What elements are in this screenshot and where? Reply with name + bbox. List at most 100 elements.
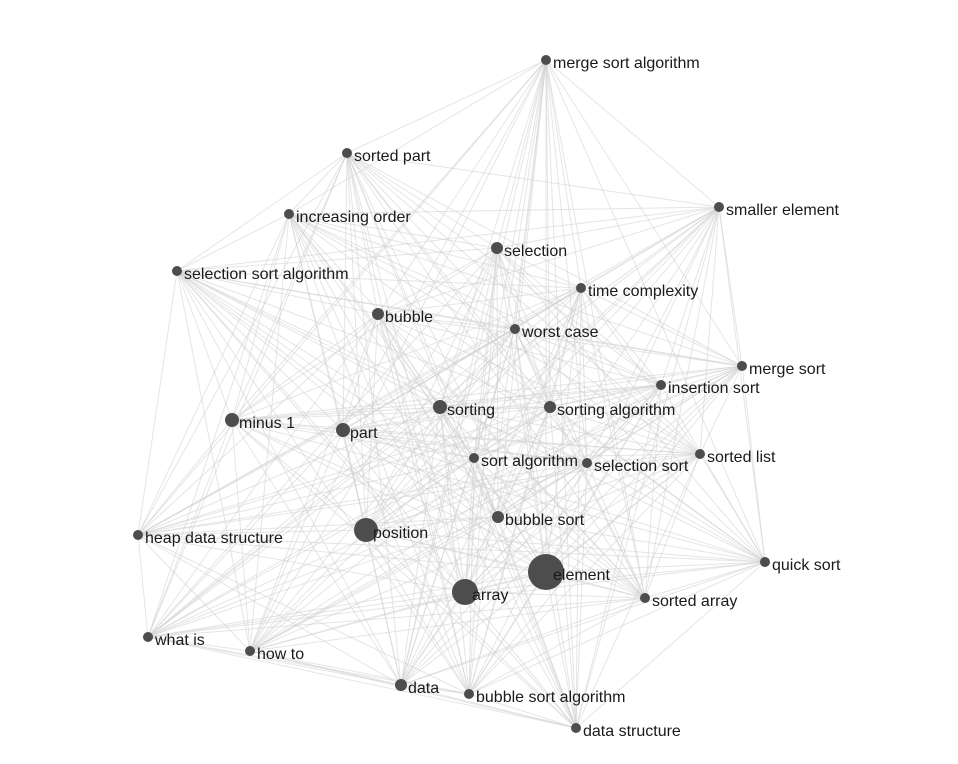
edge-n15-n16: [473, 453, 701, 459]
edge-n6-n15: [580, 287, 701, 455]
node-dot[interactable]: [372, 308, 384, 320]
edge-n5-n17: [176, 270, 588, 464]
node-dot[interactable]: [510, 324, 520, 334]
edge-n9-n15: [699, 365, 743, 455]
edge-n3-n5: [176, 206, 720, 272]
graph-node-n17[interactable]: selection sort: [582, 458, 689, 475]
graph-node-n26[interactable]: how to: [245, 646, 304, 663]
edge-n7-n20: [365, 313, 379, 531]
graph-node-n4[interactable]: selection: [491, 242, 567, 260]
edge-n8-n9: [514, 328, 743, 367]
graph-node-n8[interactable]: worst case: [510, 324, 599, 341]
edge-n5-n21: [176, 270, 766, 563]
graph-node-n23[interactable]: array: [452, 579, 508, 605]
graph-node-n19[interactable]: heap data structure: [133, 530, 283, 547]
graph-node-n12[interactable]: sorting algorithm: [544, 401, 675, 419]
node-dot[interactable]: [544, 401, 556, 413]
graph-node-n15[interactable]: sorted list: [695, 449, 776, 466]
graph-node-n25[interactable]: what is: [143, 632, 205, 649]
node-dot[interactable]: [760, 557, 770, 567]
node-dot[interactable]: [245, 646, 255, 656]
node-dot[interactable]: [464, 689, 474, 699]
node-label: bubble: [385, 309, 433, 326]
edge-n6-n13: [231, 287, 582, 421]
graph-node-n18[interactable]: bubble sort: [492, 511, 585, 529]
node-dot[interactable]: [395, 679, 407, 691]
graph-node-n0[interactable]: merge sort algorithm: [541, 55, 700, 72]
node-dot[interactable]: [133, 530, 143, 540]
edge-n8-n26: [249, 328, 516, 652]
edge-n5-n16: [176, 270, 475, 459]
edge-n12-n19: [137, 406, 551, 536]
edge-n0-n12: [545, 59, 551, 408]
graph-node-n16[interactable]: sort algorithm: [469, 453, 578, 470]
edge-n23-n24: [464, 591, 646, 599]
node-dot[interactable]: [656, 380, 666, 390]
graph-node-n20[interactable]: position: [354, 518, 428, 542]
graph-node-n27[interactable]: data: [395, 679, 439, 697]
node-dot[interactable]: [452, 579, 478, 605]
graph-node-n9[interactable]: merge sort: [737, 361, 826, 378]
edge-n1-n3: [346, 152, 720, 208]
edge-n7-n29: [377, 313, 577, 729]
edge-n21-n22: [545, 561, 766, 573]
graph-node-n10[interactable]: insertion sort: [656, 380, 760, 397]
node-dot[interactable]: [571, 723, 581, 733]
edge-n7-n15: [377, 313, 701, 455]
edge-n12-n14: [342, 406, 551, 431]
edge-n13-n20: [231, 419, 367, 531]
edge-n9-n28: [468, 365, 743, 695]
node-dot[interactable]: [336, 423, 350, 437]
graph-node-n24[interactable]: sorted array: [640, 593, 737, 610]
node-dot[interactable]: [469, 453, 479, 463]
edge-n14-n15: [342, 429, 701, 455]
node-dot[interactable]: [284, 209, 294, 219]
graph-node-n7[interactable]: bubble: [372, 308, 433, 326]
edge-n2-n5: [176, 213, 290, 272]
node-label: smaller element: [726, 202, 839, 219]
node-label: heap data structure: [145, 530, 283, 547]
edge-n17-n19: [137, 462, 588, 536]
node-dot[interactable]: [225, 413, 239, 427]
graph-node-n28[interactable]: bubble sort algorithm: [464, 689, 625, 706]
graph-node-n29[interactable]: data structure: [571, 723, 681, 740]
graph-node-n1[interactable]: sorted part: [342, 148, 431, 165]
graph-node-n6[interactable]: time complexity: [576, 283, 698, 300]
node-dot[interactable]: [491, 242, 503, 254]
graph-node-n2[interactable]: increasing order: [284, 209, 411, 226]
graph-node-n11[interactable]: sorting: [433, 400, 495, 419]
graph-node-n22[interactable]: element: [528, 554, 610, 590]
node-dot[interactable]: [172, 266, 182, 276]
edge-n22-n28: [468, 571, 547, 695]
graph-node-n3[interactable]: smaller element: [714, 202, 839, 219]
edge-n5-n11: [176, 270, 441, 408]
node-dot[interactable]: [541, 55, 551, 65]
graph-node-n5[interactable]: selection sort algorithm: [172, 266, 349, 283]
edge-n10-n16: [473, 384, 662, 459]
edge-n2-n10: [288, 213, 662, 386]
node-dot[interactable]: [640, 593, 650, 603]
node-dot[interactable]: [576, 283, 586, 293]
graph-node-n13[interactable]: minus 1: [225, 413, 295, 432]
node-dot[interactable]: [492, 511, 504, 523]
node-dot[interactable]: [582, 458, 592, 468]
edge-n6-n10: [580, 287, 662, 386]
node-dot[interactable]: [433, 400, 447, 414]
edge-n15-n28: [468, 453, 701, 695]
edge-n2-n19: [137, 213, 290, 536]
edge-n4-n12: [496, 247, 551, 408]
node-label: selection sort algorithm: [184, 266, 349, 283]
edge-n3-n19: [137, 206, 720, 536]
node-dot[interactable]: [528, 554, 564, 590]
graph-node-n14[interactable]: part: [336, 423, 378, 442]
node-dot[interactable]: [143, 632, 153, 642]
node-dot[interactable]: [342, 148, 352, 158]
graph-node-n21[interactable]: quick sort: [760, 557, 841, 574]
edge-n9-n20: [365, 365, 743, 531]
node-dot[interactable]: [714, 202, 724, 212]
node-dot[interactable]: [737, 361, 747, 371]
edge-n4-n27: [400, 247, 498, 686]
node-dot[interactable]: [695, 449, 705, 459]
edge-n4-n11: [439, 247, 498, 408]
node-dot[interactable]: [354, 518, 378, 542]
